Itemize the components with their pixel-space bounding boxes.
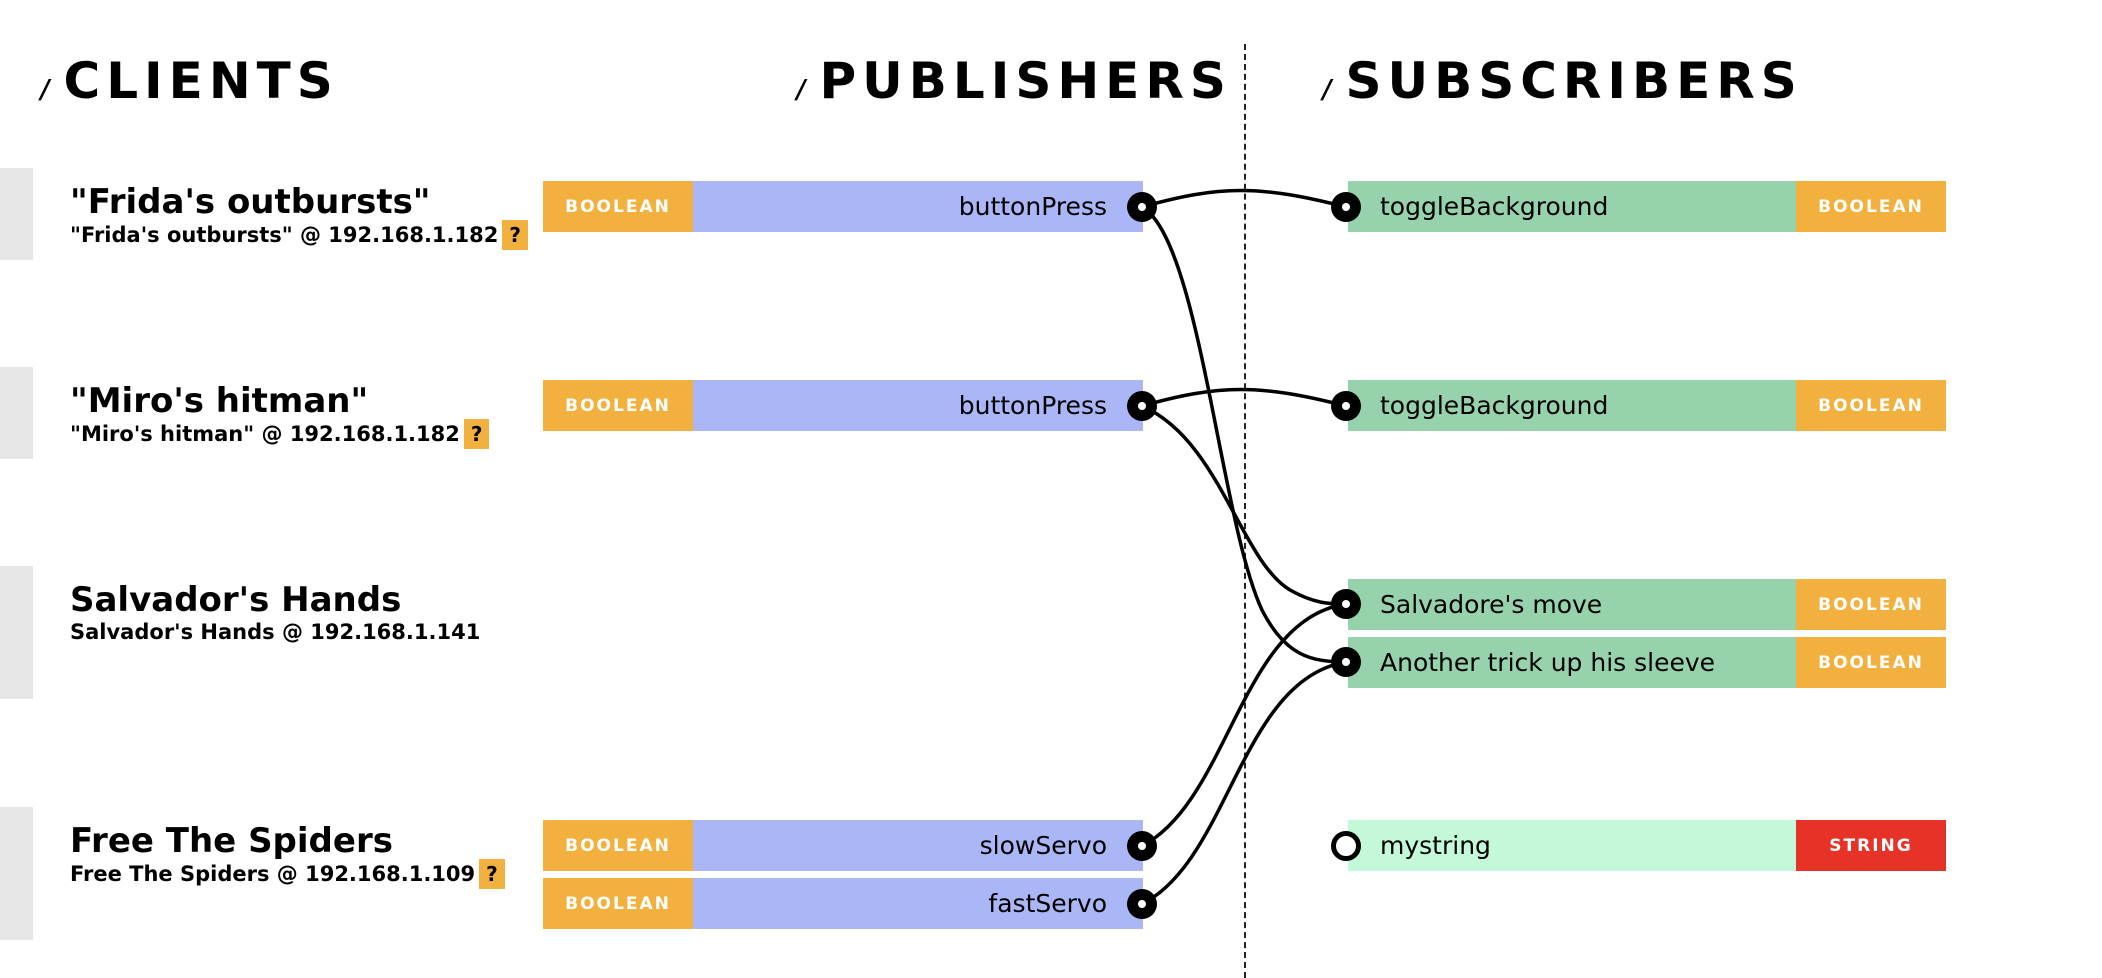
subscriber-row[interactable]: mystring STRING bbox=[1348, 820, 1946, 871]
publisher-type-badge: BOOLEAN bbox=[543, 380, 693, 431]
subscriber-bar[interactable]: toggleBackground bbox=[1348, 380, 1796, 431]
subscriber-type-badge: BOOLEAN bbox=[1796, 380, 1946, 431]
subscriber-row[interactable]: Another trick up his sleeve BOOLEAN bbox=[1348, 637, 1946, 688]
publisher-row[interactable]: BOOLEAN fastServo bbox=[543, 878, 1143, 929]
client-tab-frida[interactable] bbox=[0, 168, 33, 260]
client-address-salvador: Salvador's Hands @ 192.168.1.141 bbox=[70, 620, 480, 644]
subscriber-name: Another trick up his sleeve bbox=[1380, 648, 1716, 677]
publisher-name: fastServo bbox=[988, 889, 1107, 918]
clients-heading-text: CLIENTS bbox=[63, 52, 339, 110]
publisher-bar[interactable]: slowServo bbox=[693, 820, 1143, 871]
subscribers-heading-text: SUBSCRIBERS bbox=[1345, 52, 1803, 110]
clients-heading: / CLIENTS bbox=[37, 52, 339, 110]
publisher-connector-knob[interactable] bbox=[1127, 889, 1157, 919]
client-name-salvador: Salvador's Hands bbox=[70, 580, 402, 620]
wire-frida-to-toggle1 bbox=[1141, 188, 1347, 209]
publisher-name: buttonPress bbox=[958, 192, 1107, 221]
subscriber-connector-knob[interactable] bbox=[1331, 647, 1361, 677]
publisher-row[interactable]: BOOLEAN slowServo bbox=[543, 820, 1143, 871]
publisher-row[interactable]: BOOLEAN buttonPress bbox=[543, 181, 1143, 232]
publisher-bar[interactable]: buttonPress bbox=[693, 380, 1143, 431]
subscriber-bar[interactable]: mystring bbox=[1348, 820, 1796, 871]
publisher-type-badge: BOOLEAN bbox=[543, 820, 693, 871]
subscriber-row[interactable]: toggleBackground BOOLEAN bbox=[1348, 181, 1946, 232]
publisher-name: slowServo bbox=[979, 831, 1107, 860]
client-tab-miro[interactable] bbox=[0, 367, 33, 459]
publisher-bar[interactable]: buttonPress bbox=[693, 181, 1143, 232]
client-name-miro: "Miro's hitman" bbox=[70, 381, 369, 421]
publisher-connector-knob[interactable] bbox=[1127, 391, 1157, 421]
client-address-text: Salvador's Hands @ 192.168.1.141 bbox=[70, 620, 481, 644]
subscriber-row[interactable]: toggleBackground BOOLEAN bbox=[1348, 380, 1946, 431]
publisher-type-badge: BOOLEAN bbox=[543, 878, 693, 929]
client-address-text: "Miro's hitman" @ 192.168.1.182 bbox=[70, 422, 460, 446]
column-divider bbox=[1244, 44, 1246, 978]
subscriber-name: mystring bbox=[1380, 831, 1491, 860]
subscriber-connector-knob[interactable] bbox=[1331, 391, 1361, 421]
client-tab-spiders[interactable] bbox=[0, 807, 33, 940]
client-help-button[interactable]: ? bbox=[463, 419, 490, 449]
publisher-bar[interactable]: fastServo bbox=[693, 878, 1143, 929]
subscriber-name: Salvadore's move bbox=[1380, 590, 1603, 619]
client-name-frida: "Frida's outbursts" bbox=[70, 182, 431, 222]
publisher-row[interactable]: BOOLEAN buttonPress bbox=[543, 380, 1143, 431]
client-address-text: Free The Spiders @ 192.168.1.109 bbox=[70, 862, 476, 886]
subscriber-bar[interactable]: Salvadore's move bbox=[1348, 579, 1796, 630]
client-help-button[interactable]: ? bbox=[502, 220, 528, 250]
client-address-frida: "Frida's outbursts" @ 192.168.1.182 ? bbox=[70, 220, 528, 250]
publishers-heading-text: PUBLISHERS bbox=[819, 52, 1232, 110]
subscriber-connector-knob[interactable] bbox=[1331, 192, 1361, 222]
publisher-connector-knob[interactable] bbox=[1127, 831, 1157, 861]
subscriber-type-badge: BOOLEAN bbox=[1796, 637, 1946, 688]
subscriber-bar[interactable]: toggleBackground bbox=[1348, 181, 1796, 232]
client-address-spiders: Free The Spiders @ 192.168.1.109 ? bbox=[70, 859, 505, 889]
subscriber-type-badge: BOOLEAN bbox=[1796, 579, 1946, 630]
publisher-type-badge: BOOLEAN bbox=[543, 181, 693, 232]
client-help-button[interactable]: ? bbox=[479, 859, 505, 889]
client-address-text: "Frida's outbursts" @ 192.168.1.182 bbox=[70, 223, 499, 247]
client-tab-salvador[interactable] bbox=[0, 566, 33, 699]
subscriber-name: toggleBackground bbox=[1380, 192, 1609, 221]
client-name-spiders: Free The Spiders bbox=[70, 821, 393, 861]
subscribers-heading: / SUBSCRIBERS bbox=[1319, 52, 1803, 110]
wire-miro-to-toggle2 bbox=[1141, 387, 1347, 408]
wire-frida-to-anothertrick bbox=[1141, 205, 1347, 664]
wire-miro-to-salvadore bbox=[1141, 404, 1347, 606]
subscriber-bar[interactable]: Another trick up his sleeve bbox=[1348, 637, 1796, 688]
subscriber-connector-knob[interactable] bbox=[1331, 589, 1361, 619]
wire-slowservo-to-salvadore bbox=[1141, 602, 1347, 848]
subscriber-row[interactable]: Salvadore's move BOOLEAN bbox=[1348, 579, 1946, 630]
publisher-connector-knob[interactable] bbox=[1127, 192, 1157, 222]
subscriber-type-badge: BOOLEAN bbox=[1796, 181, 1946, 232]
client-address-miro: "Miro's hitman" @ 192.168.1.182 ? bbox=[70, 419, 490, 449]
publisher-name: buttonPress bbox=[958, 391, 1107, 420]
wire-fastservo-to-anothertrick bbox=[1141, 660, 1347, 906]
subscriber-type-badge: STRING bbox=[1796, 820, 1946, 871]
subscriber-connector-knob-unconnected[interactable] bbox=[1331, 831, 1361, 861]
publishers-heading: / PUBLISHERS bbox=[793, 52, 1232, 110]
subscriber-name: toggleBackground bbox=[1380, 391, 1609, 420]
